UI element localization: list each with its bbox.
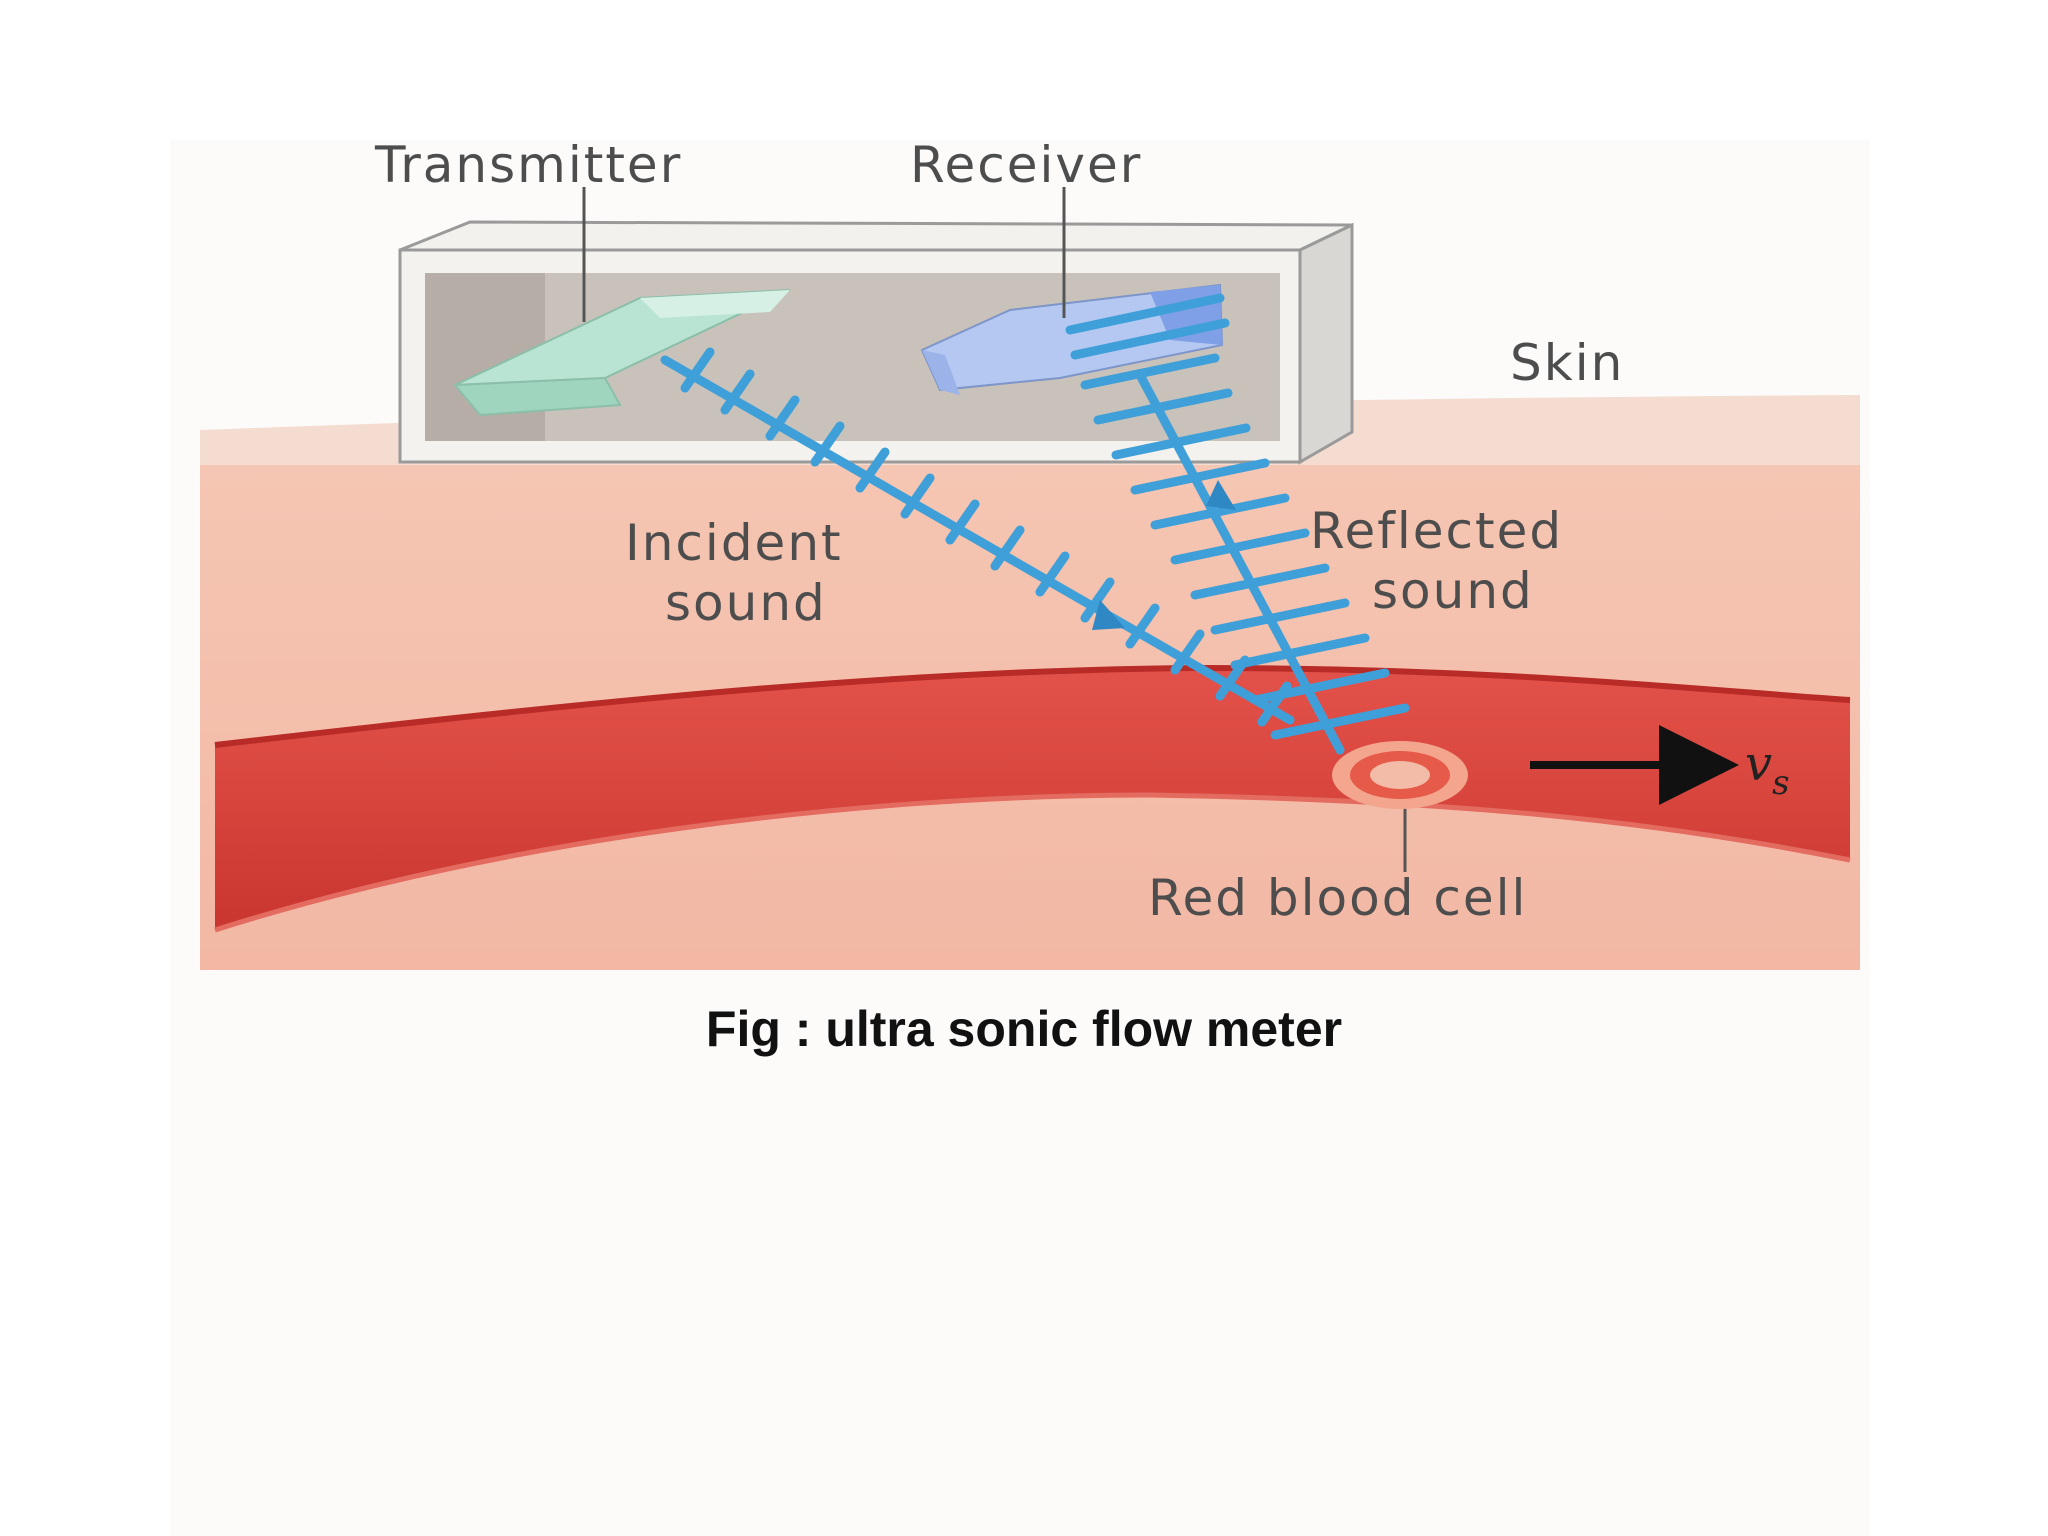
transmitter-crystal-icon: [452, 289, 791, 417]
vessel-bottom-wall: [214, 792, 1851, 933]
skin-label: Skin: [1510, 334, 1624, 392]
velocity-symbol: v: [1745, 736, 1772, 792]
velocity-label: vs: [1745, 736, 1790, 803]
incident-sound-wave: [660, 347, 1295, 727]
receiver-label: Receiver: [910, 136, 1142, 194]
reflected-label-line2: sound: [1372, 562, 1534, 620]
reflected-sound-wave: [1065, 293, 1410, 755]
red-blood-cell-label: Red blood cell: [1148, 869, 1527, 927]
vessel-top-wall: [214, 664, 1851, 748]
incident-label-line1: Incident: [625, 514, 843, 572]
blood-vessel: [215, 668, 1850, 930]
incident-direction-arrow: [1092, 600, 1125, 630]
reflected-direction-arrow: [1206, 480, 1236, 510]
transmitter-label: Transmitter: [374, 136, 682, 194]
red-blood-cell-icon: [1332, 741, 1468, 809]
figure-caption: Fig : ultra sonic flow meter: [705, 1001, 1343, 1057]
velocity-subscript: s: [1772, 763, 1789, 803]
incident-label-line2: sound: [665, 574, 827, 632]
reflected-label-line1: Reflected: [1310, 502, 1563, 560]
